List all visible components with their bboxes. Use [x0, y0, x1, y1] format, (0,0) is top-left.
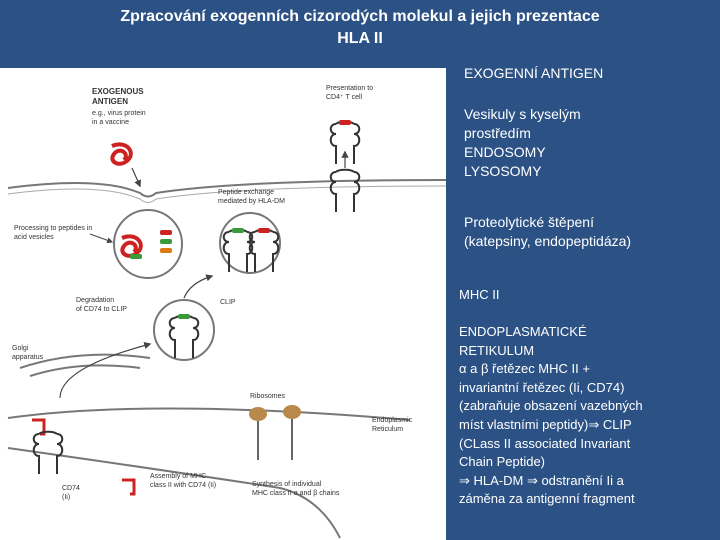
- ribosome-icons: [249, 405, 301, 460]
- note-exogenous-antigen: EXOGENNÍ ANTIGEN: [464, 65, 604, 81]
- svg-text:Peptide exchange: Peptide exchange: [218, 189, 274, 196]
- svg-text:Ribosomes: Ribosomes: [250, 393, 286, 400]
- mhc-pathway-diagram: EXOGENOUS ANTIGEN e.g., virus protein in…: [7, 85, 446, 539]
- svg-text:CD4⁺ T cell: CD4⁺ T cell: [326, 94, 363, 101]
- svg-text:Degradation: Degradation: [76, 297, 114, 304]
- svg-text:Reticulum: Reticulum: [372, 426, 403, 433]
- svg-text:Presentation to: Presentation to: [326, 85, 373, 92]
- label-peptide-exchange: Peptide exchange mediated by HLA-DM: [218, 189, 285, 205]
- label-processing: Processing to peptides in acid vesicles: [14, 225, 92, 241]
- label-clip: CLIP: [220, 299, 236, 306]
- label-ribosomes: Ribosomes: [250, 393, 286, 400]
- label-exogenous-antigen: EXOGENOUS ANTIGEN e.g., virus protein in…: [92, 87, 146, 126]
- note-vesicles: Vesikuly s kyselým prostředím ENDOSOMY L…: [464, 106, 581, 179]
- label-golgi: Golgi apparatus: [12, 345, 44, 361]
- svg-text:of CD74 to CLIP: of CD74 to CLIP: [76, 306, 127, 313]
- svg-text:ANTIGEN: ANTIGEN: [92, 97, 128, 106]
- label-cd74: CD74 (Ii): [62, 485, 80, 501]
- diagram-panel: EXOGENOUS ANTIGEN e.g., virus protein in…: [0, 68, 446, 540]
- svg-text:CD74: CD74: [62, 485, 80, 492]
- svg-text:(Ii): (Ii): [62, 494, 70, 501]
- svg-text:acid vesicles: acid vesicles: [14, 234, 54, 241]
- title-line-1: Zpracování exogenních cizorodých molekul…: [120, 8, 600, 25]
- label-presentation: Presentation to CD4⁺ T cell: [326, 85, 373, 101]
- label-er: Endoplasmic Reticulum: [372, 417, 413, 433]
- svg-text:Assembly of MHC: Assembly of MHC: [150, 473, 206, 480]
- svg-text:Golgi: Golgi: [12, 345, 29, 352]
- svg-text:Endoplasmic: Endoplasmic: [372, 417, 413, 424]
- label-synthesis: Synthesis of individual MHC class II α a…: [252, 481, 340, 497]
- label-assembly: Assembly of MHC class II with CD74 (Ii): [150, 473, 216, 489]
- label-degradation: Degradation of CD74 to CLIP: [76, 297, 127, 313]
- svg-text:EXOGENOUS: EXOGENOUS: [92, 87, 144, 96]
- note-proteolysis: Proteolytické štěpení (katepsiny, endope…: [464, 214, 632, 249]
- note-mhc: MHC II: [459, 287, 500, 302]
- svg-text:in a vaccine: in a vaccine: [92, 119, 129, 126]
- svg-text:class II with CD74 (Ii): class II with CD74 (Ii): [150, 482, 216, 489]
- svg-text:Synthesis of individual: Synthesis of individual: [252, 481, 322, 488]
- svg-text:Processing to peptides in: Processing to peptides in: [14, 225, 92, 232]
- svg-text:e.g., virus protein: e.g., virus protein: [92, 110, 146, 117]
- slide-title: Zpracování exogenních cizorodých molekul…: [0, 6, 720, 50]
- note-er: ENDOPLASMATICKÉ RETIKULUM α a β řetězec …: [459, 324, 643, 507]
- antigen-protein-icon: [110, 142, 143, 258]
- svg-text:apparatus: apparatus: [12, 354, 44, 361]
- svg-text:mediated by HLA-DM: mediated by HLA-DM: [218, 198, 285, 205]
- title-line-2: HLA II: [337, 30, 383, 47]
- svg-text:MHC class II α and β chains: MHC class II α and β chains: [252, 490, 340, 497]
